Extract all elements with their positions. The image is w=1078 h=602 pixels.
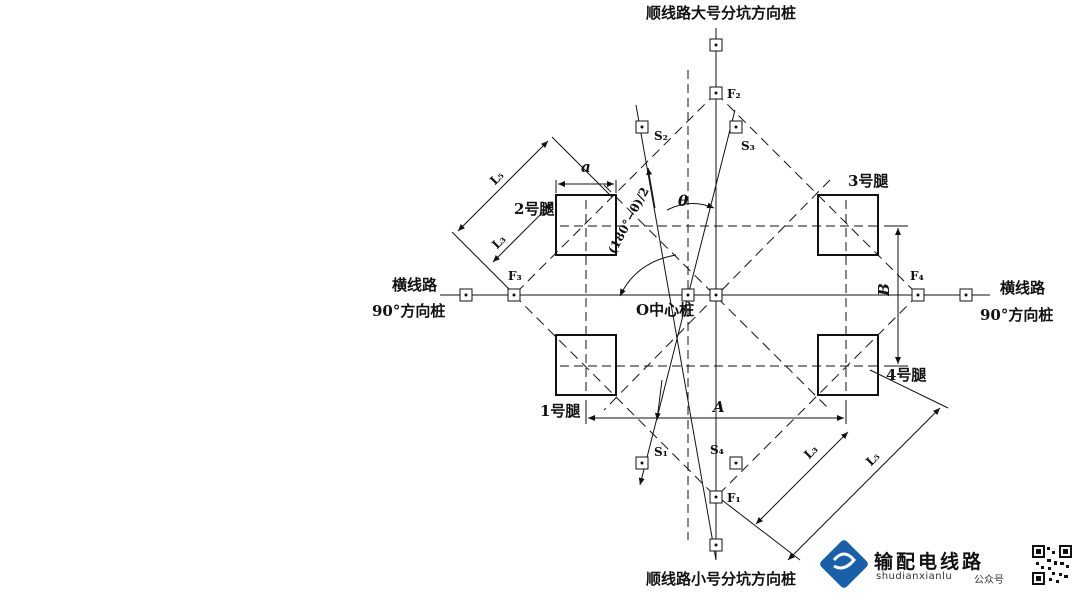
qr-code-icon — [1032, 545, 1072, 585]
F1-label: F₁ — [727, 491, 741, 505]
brand-watermark: 输配电线路 shudianxianlu 公众号 — [822, 543, 1022, 587]
brand-gzh-label: 公众号 — [974, 575, 1004, 586]
left-line-label: 横线路 — [392, 276, 438, 294]
stake-dots — [464, 43, 968, 547]
leg-3-foundation — [817, 194, 879, 256]
right-dir-label: 90°方向桩 — [980, 306, 1054, 324]
brand-name: 输配电线路 — [874, 551, 985, 573]
leg-center-grid — [560, 70, 880, 540]
bottom-stake-label: 顺线路小号分坑方向桩 — [646, 570, 797, 588]
half-angle-arc — [619, 254, 677, 297]
dimension-left — [451, 136, 613, 293]
right-line-label: 横线路 — [1000, 279, 1046, 297]
S4-label: S₄ — [710, 443, 724, 457]
dim-a-label: a — [581, 158, 591, 176]
brand-logo-icon — [820, 540, 868, 588]
dim-A-label: A — [713, 398, 725, 416]
leg-1-foundation — [555, 334, 617, 396]
theta-label: θ — [678, 192, 689, 210]
center-stake-label: O中心桩 — [636, 301, 695, 319]
leg-4-label: 4号腿 — [886, 366, 927, 384]
leg-3-label: 3号腿 — [848, 172, 889, 190]
offset-arrow-up — [646, 167, 656, 209]
dimension-A — [585, 400, 847, 424]
dimension-B — [884, 225, 908, 367]
F4-label: F₄ — [910, 269, 924, 283]
offset-line — [635, 104, 717, 561]
dim-B-label: B — [874, 283, 893, 296]
S3-label: S₃ — [741, 139, 755, 153]
offset-arrow-down — [654, 379, 663, 421]
leg-4-foundation — [817, 334, 879, 396]
left-dir-label: 90°方向桩 — [372, 302, 446, 320]
leg-1-label: 1号腿 — [540, 402, 581, 420]
S2-label: S₂ — [654, 129, 668, 143]
F3-label: F₃ — [508, 269, 522, 283]
theta-arc — [666, 202, 715, 211]
dimension-a — [555, 180, 617, 193]
S1-label: S₁ — [654, 445, 668, 459]
leg-2-foundation — [555, 194, 617, 256]
dimension-right — [717, 369, 949, 561]
leg-2-label: 2号腿 — [514, 200, 555, 218]
top-stake-label: 顺线路大号分坑方向桩 — [646, 4, 797, 22]
F2-label: F₂ — [727, 87, 741, 101]
brand-pinyin: shudianxianlu — [876, 571, 953, 582]
